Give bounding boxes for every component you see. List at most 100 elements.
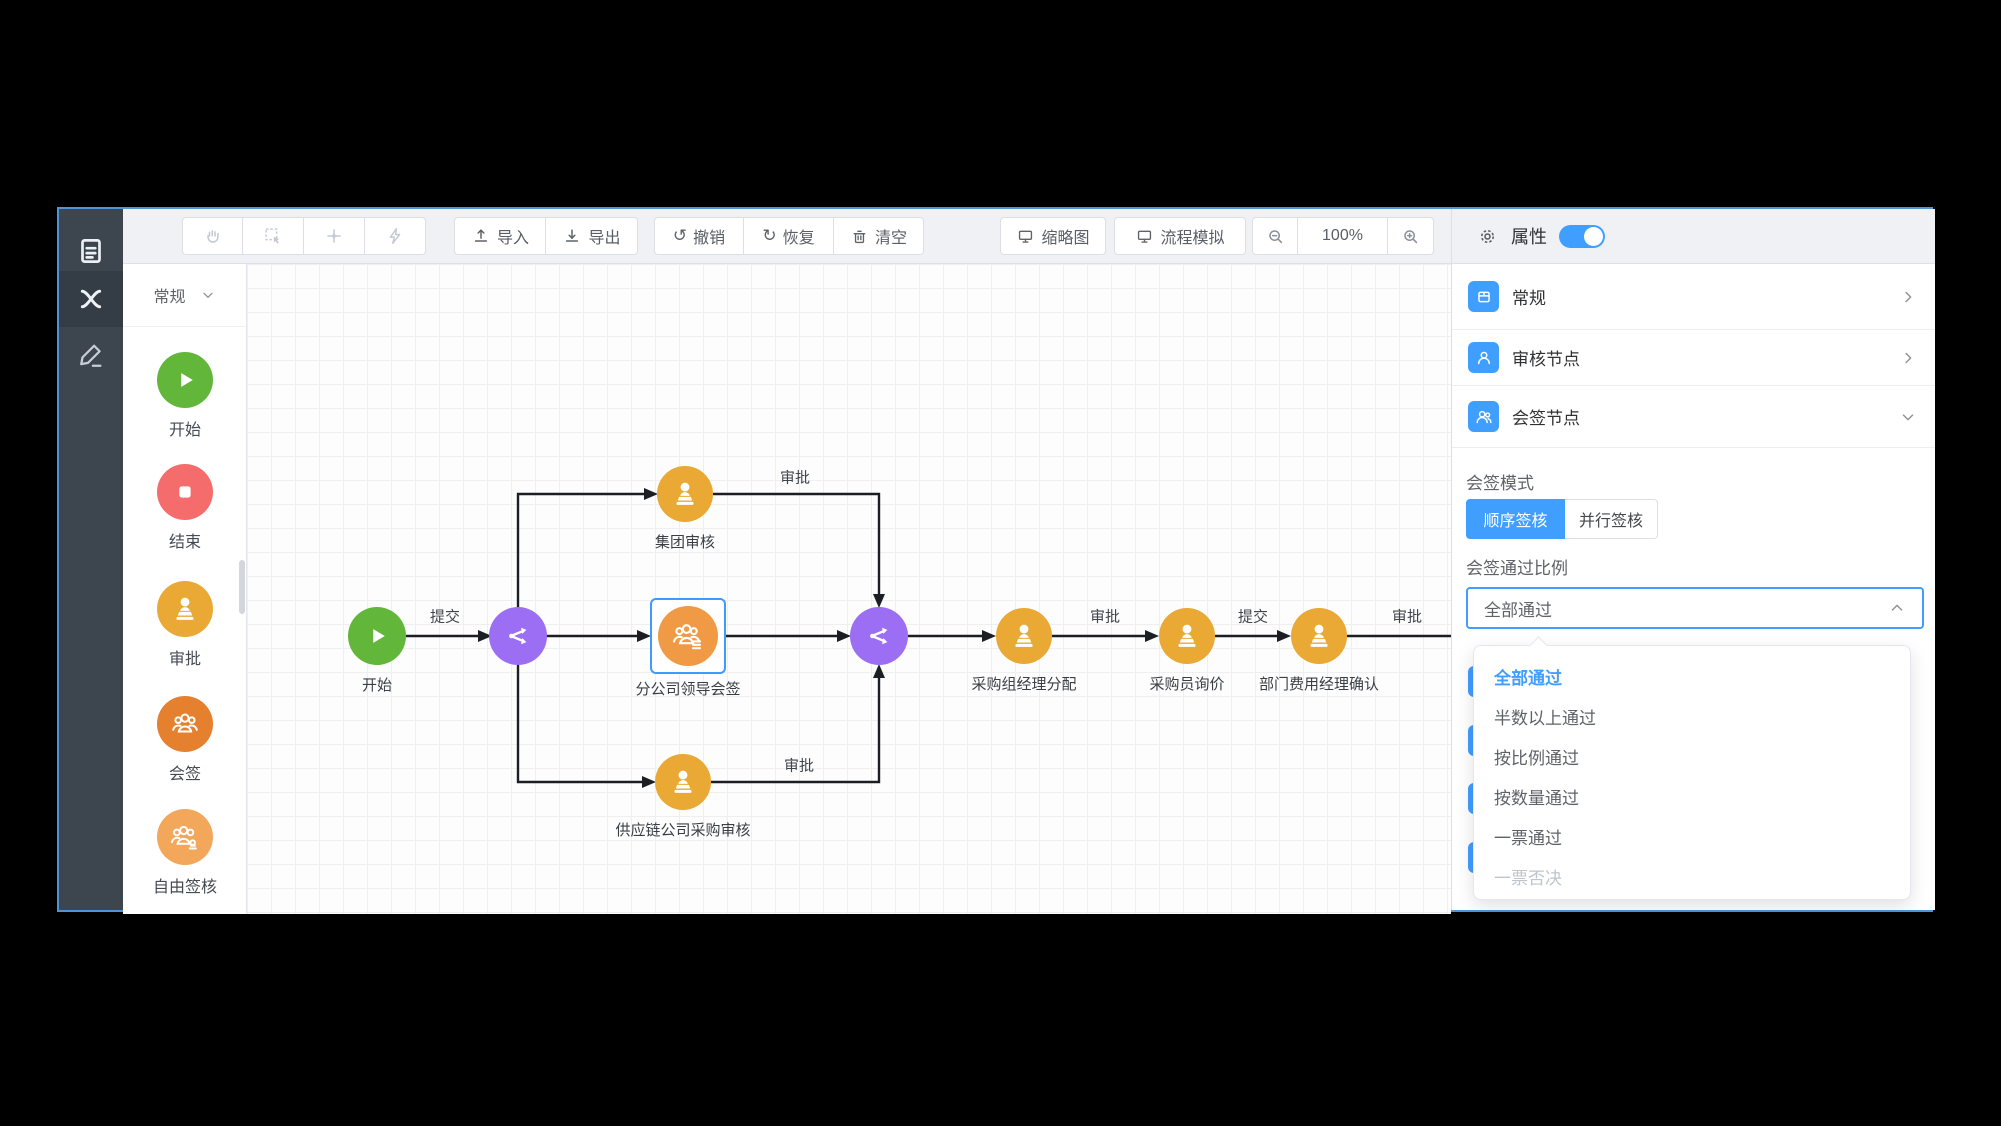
chevron-right-icon xyxy=(1899,349,1917,367)
option-by-ratio-pass[interactable]: 按比例通过 xyxy=(1494,749,1579,768)
import-icon xyxy=(471,226,491,246)
palette-item-label: 开始 xyxy=(168,422,201,439)
fit-view-icon[interactable] xyxy=(304,217,365,255)
palette-item-label: 审批 xyxy=(168,651,201,668)
minimap-label: 缩略图 xyxy=(1041,230,1090,247)
palette-item-freesign[interactable]: 自由签核 xyxy=(123,809,247,897)
palette-item-countersign[interactable]: 会签 xyxy=(123,696,247,784)
edge-label: 提交 xyxy=(1237,608,1269,626)
simulate-icon xyxy=(1135,227,1154,246)
node-palette: 常规 开始 结束 审批 会签 自由签核 xyxy=(123,264,247,914)
properties-panel: 属性 常规 审核节点 会签节点 会签模式 顺序签核 并行签核 会签通过比例 全部… xyxy=(1451,209,1935,910)
chevron-down-icon xyxy=(1899,408,1917,426)
section-review-node[interactable]: 审核节点 xyxy=(1452,330,1935,386)
dropdown-notch xyxy=(1529,636,1548,655)
option-majority-pass[interactable]: 半数以上通过 xyxy=(1494,709,1596,728)
edge-label: 审批 xyxy=(1391,608,1423,626)
properties-toggle[interactable] xyxy=(1559,224,1605,248)
palette-item-end[interactable]: 结束 xyxy=(123,464,247,552)
import-button[interactable]: 导入 xyxy=(454,217,546,255)
palette-item-label: 会签 xyxy=(168,766,201,783)
flow-node-gateway-join[interactable] xyxy=(850,607,908,665)
zoom-in-button[interactable] xyxy=(1388,217,1434,255)
pass-ratio-select[interactable]: 全部通过 xyxy=(1466,587,1924,629)
pan-hand-icon[interactable] xyxy=(182,217,243,255)
undo-icon: ↺ xyxy=(672,225,688,246)
simulate-button[interactable]: 流程模拟 xyxy=(1114,217,1246,255)
minimap-button[interactable]: 缩略图 xyxy=(1000,217,1106,255)
import-label: 导入 xyxy=(496,230,529,247)
section-label: 会签节点 xyxy=(1512,409,1580,428)
palette-item-label: 结束 xyxy=(168,534,201,551)
flow-canvas[interactable]: 提交 审批 审批 审批 提交 审批 开始 集团审核 分公司领导会签 供应链公司采… xyxy=(247,264,1451,914)
person-stamp-icon xyxy=(1171,620,1203,652)
node-label: 部门费用经理确认 xyxy=(1258,676,1380,693)
mode-parallel-button[interactable]: 并行签核 xyxy=(1565,499,1658,539)
option-all-pass[interactable]: 全部通过 xyxy=(1494,669,1562,688)
pass-ratio-dropdown: 全部通过 半数以上通过 按比例通过 按数量通过 一票通过 一票否决 xyxy=(1473,636,1911,900)
flow-node-supplychain-review[interactable]: 供应链公司采购审核 xyxy=(615,754,751,839)
edge-label: 审批 xyxy=(1089,608,1121,626)
zoom-level: 100% xyxy=(1298,217,1388,255)
section-label: 审核节点 xyxy=(1512,350,1580,369)
marquee-select-icon[interactable] xyxy=(243,217,304,255)
minimap-icon xyxy=(1016,227,1035,246)
clear-button[interactable]: 清空 xyxy=(834,217,924,255)
workflow-designer-window: 导入 导出 ↺ 撤销 ↻ 恢复 清空 缩略图 流程模拟 100% xyxy=(57,207,1935,914)
trash-icon xyxy=(850,227,869,246)
flow-node-purchase-group-manager[interactable]: 采购组经理分配 xyxy=(971,608,1077,693)
flow-node-start[interactable]: 开始 xyxy=(348,607,406,694)
clear-label: 清空 xyxy=(874,230,907,247)
palette-scrollbar[interactable] xyxy=(239,560,245,614)
export-button[interactable]: 导出 xyxy=(546,217,638,255)
person-stamp-icon xyxy=(1303,620,1335,652)
flow-node-buyer-inquiry[interactable]: 采购员询价 xyxy=(1149,608,1225,693)
flow-node-branch-countersign-selected[interactable]: 分公司领导会签 xyxy=(635,598,741,698)
countersign-node-icon xyxy=(157,696,213,752)
zoom-out-button[interactable] xyxy=(1252,217,1298,255)
redo-icon: ↻ xyxy=(762,225,777,246)
chevron-down-icon xyxy=(200,287,216,303)
redo-button[interactable]: ↻ 恢复 xyxy=(744,217,834,255)
gear-icon xyxy=(1476,225,1499,248)
palette-item-approve[interactable]: 审批 xyxy=(123,581,247,669)
end-node-icon xyxy=(157,464,213,520)
redo-label: 恢复 xyxy=(782,230,815,247)
node-label: 开始 xyxy=(361,677,393,694)
split-icon xyxy=(865,622,893,650)
start-node-icon xyxy=(157,352,213,408)
edge-label: 审批 xyxy=(779,469,811,487)
pass-ratio-label: 会签通过比例 xyxy=(1466,559,1568,578)
person-stamp-icon xyxy=(667,766,699,798)
export-label: 导出 xyxy=(588,230,621,247)
option-one-vote-pass[interactable]: 一票通过 xyxy=(1494,829,1562,848)
flow-node-group-review[interactable]: 集团审核 xyxy=(655,466,715,551)
mode-sequential-button[interactable]: 顺序签核 xyxy=(1466,499,1565,539)
section-general[interactable]: 常规 xyxy=(1452,264,1935,330)
auto-layout-icon[interactable] xyxy=(365,217,426,255)
flow-node-gateway-split[interactable] xyxy=(489,607,547,665)
toggle-knob xyxy=(1584,226,1603,246)
section-countersign-node[interactable]: 会签节点 xyxy=(1452,386,1935,448)
approve-node-icon xyxy=(157,581,213,637)
node-label: 采购组经理分配 xyxy=(971,676,1077,693)
chevron-up-icon xyxy=(1888,599,1906,617)
person-stamp-icon xyxy=(1008,620,1040,652)
freesign-node-icon xyxy=(157,809,213,865)
properties-title: 属性 xyxy=(1511,227,1547,247)
edit-icon[interactable] xyxy=(59,327,123,383)
edges-layer xyxy=(406,488,1451,788)
simulate-label: 流程模拟 xyxy=(1160,230,1225,247)
palette-group-header[interactable]: 常规 xyxy=(123,264,246,327)
option-by-count-pass[interactable]: 按数量通过 xyxy=(1494,789,1579,808)
undo-label: 撤销 xyxy=(693,230,726,247)
edge-label: 审批 xyxy=(783,757,815,775)
node-label: 采购员询价 xyxy=(1149,676,1225,693)
flow-node-dept-expense-confirm[interactable]: 部门费用经理确认 xyxy=(1259,608,1379,693)
user-icon xyxy=(1468,342,1499,373)
split-icon xyxy=(504,622,532,650)
undo-button[interactable]: ↺ 撤销 xyxy=(654,217,744,255)
flow-icon[interactable] xyxy=(59,271,123,327)
pass-ratio-value: 全部通过 xyxy=(1484,600,1552,620)
palette-item-start[interactable]: 开始 xyxy=(123,352,247,440)
